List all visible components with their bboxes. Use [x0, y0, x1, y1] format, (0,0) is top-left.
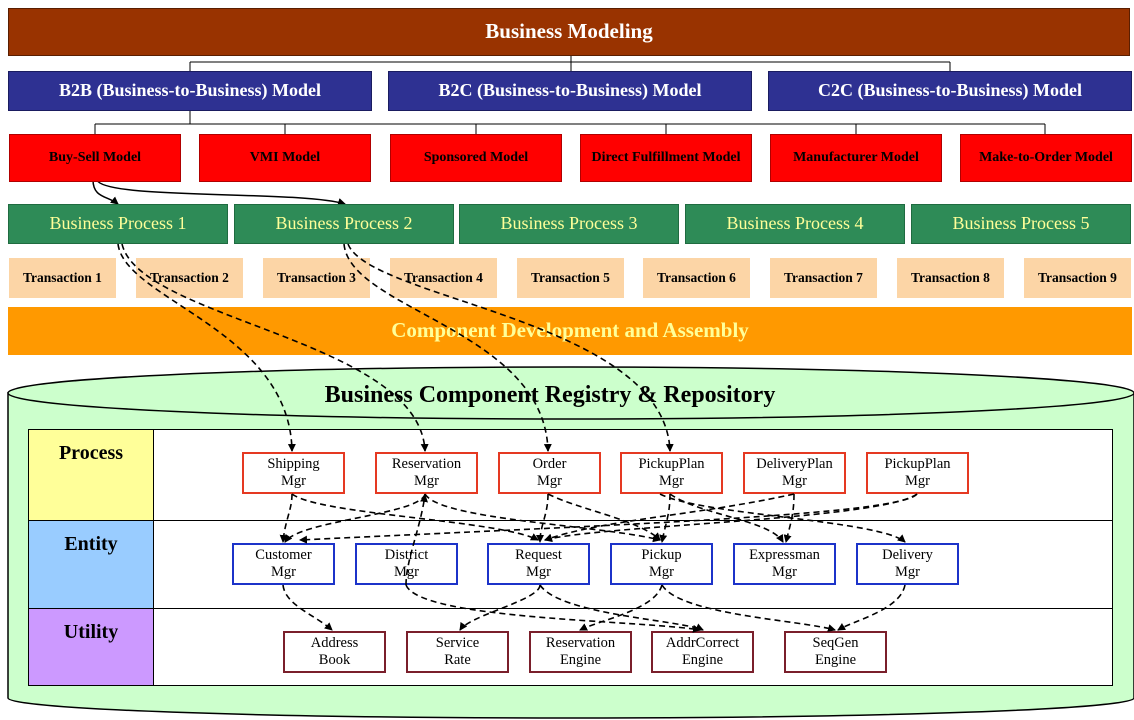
component-suffix: Engine [559, 652, 602, 668]
transaction-4-box: Transaction 4 [390, 258, 497, 298]
transaction-6-box: Transaction 6 [643, 258, 750, 298]
component-name: Reservation [545, 635, 616, 652]
component-suffix: Mgr [659, 473, 684, 489]
transaction-1-box: Transaction 1 [9, 258, 116, 298]
process-tier-label: Process [28, 429, 154, 521]
component-name: Request [515, 547, 562, 564]
component-name: Delivery [882, 547, 933, 564]
component-name: PickupPlan [638, 456, 705, 473]
business-process-3-box: Business Process 3 [459, 204, 679, 244]
component-suffix: Mgr [649, 564, 674, 580]
business-process-2-box: Business Process 2 [234, 204, 454, 244]
sponsored-model-box: Sponsored Model [390, 134, 562, 182]
transaction-2-box: Transaction 2 [136, 258, 243, 298]
b2c-model-box: B2C (Business-to-Business) Model [388, 71, 752, 111]
tree-connectors [94, 56, 1046, 134]
component-name: AddrCorrect [665, 635, 740, 652]
component-name: Pickup [641, 547, 682, 564]
transaction-8-box: Transaction 8 [897, 258, 1004, 298]
component-name: DeliveryPlan [756, 456, 833, 473]
business-process-1-box: Business Process 1 [8, 204, 228, 244]
component-suffix: Mgr [526, 564, 551, 580]
manufacturer-model-box: Manufacturer Model [770, 134, 942, 182]
b2b-model-box: B2B (Business-to-Business) Model [8, 71, 372, 111]
transaction-3-box: Transaction 3 [263, 258, 370, 298]
component-name: Service [435, 635, 480, 652]
component-suffix: Book [318, 652, 351, 668]
transaction-9-box: Transaction 9 [1024, 258, 1131, 298]
component-assembly-bar: Component Development and Assembly [8, 307, 1132, 355]
component-name: Address [310, 635, 359, 652]
business-process-5-box: Business Process 5 [911, 204, 1131, 244]
component-name: Customer [255, 547, 312, 564]
business-process-4-box: Business Process 4 [685, 204, 905, 244]
component-name: Shipping [267, 456, 320, 473]
component-suffix: Mgr [905, 473, 930, 489]
component-name: Reservation [391, 456, 462, 473]
buy-sell-model-box: Buy-Sell Model [9, 134, 181, 182]
component-suffix: Mgr [281, 473, 306, 489]
component-name: SeqGen [812, 635, 859, 652]
entity-tier-label: Entity [28, 520, 154, 609]
registry-title: Business Component Registry & Repository [324, 381, 776, 408]
component-suffix: Rate [444, 652, 471, 668]
component-suffix: Mgr [895, 564, 920, 580]
component-suffix: Mgr [394, 564, 419, 580]
vmi-model-box: VMI Model [199, 134, 371, 182]
component-suffix: Mgr [782, 473, 807, 489]
transaction-5-box: Transaction 5 [517, 258, 624, 298]
component-suffix: Engine [681, 652, 724, 668]
business-modeling-title: Business Modeling [8, 8, 1130, 56]
buysell-to-process-arrows [92, 179, 346, 206]
component-suffix: Engine [814, 652, 857, 668]
c2c-model-box: C2C (Business-to-Business) Model [768, 71, 1132, 111]
component-name: Expressman [749, 547, 820, 564]
direct-fulfillment-model-box: Direct Fulfillment Model [580, 134, 752, 182]
component-name: District [384, 547, 429, 564]
component-name: PickupPlan [884, 456, 951, 473]
component-suffix: Mgr [271, 564, 296, 580]
component-suffix: Mgr [772, 564, 797, 580]
utility-tier-label: Utility [28, 608, 154, 686]
component-suffix: Mgr [414, 473, 439, 489]
transaction-7-box: Transaction 7 [770, 258, 877, 298]
make-to-order-model-box: Make-to-Order Model [960, 134, 1132, 182]
component-suffix: Mgr [537, 473, 562, 489]
component-name: Order [532, 456, 567, 473]
